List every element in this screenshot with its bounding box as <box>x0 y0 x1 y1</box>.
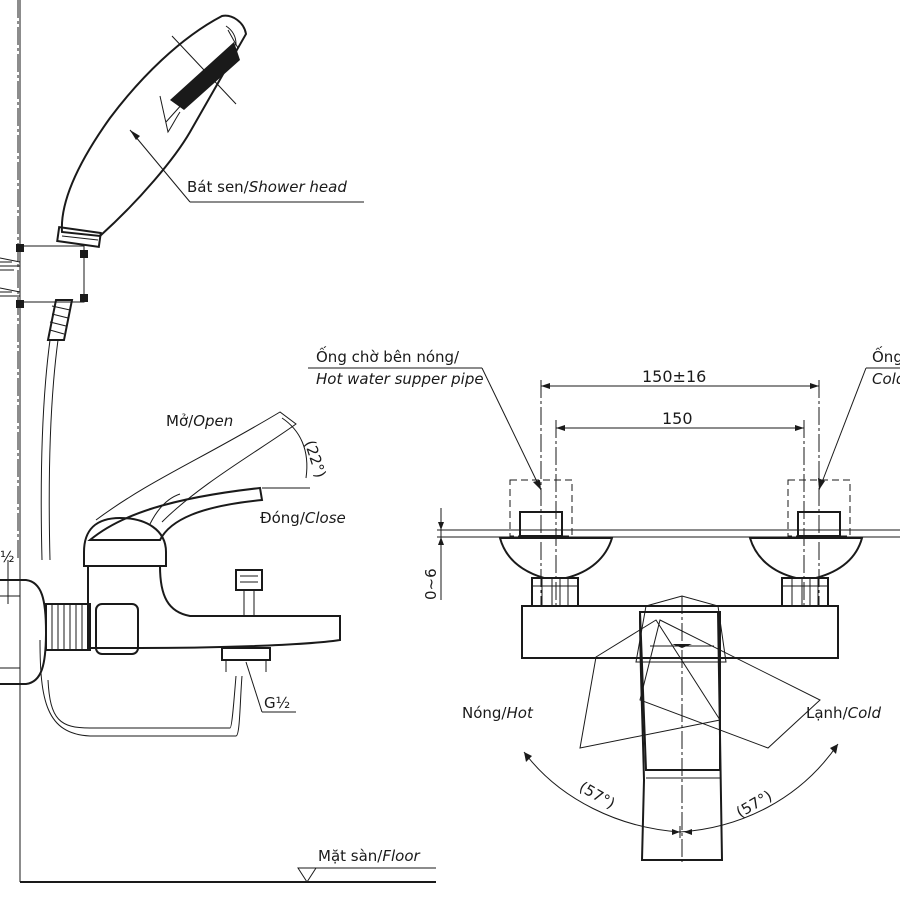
hot-pipe-leader <box>481 367 542 491</box>
dim-inner-label: 150 <box>662 409 693 428</box>
cold-pipe-label: Ống <box>872 345 900 366</box>
hot-pipe-label-en: Hot water supper pipe <box>316 370 484 388</box>
lever-cold-position <box>639 619 821 749</box>
lever-center <box>638 611 721 771</box>
thread-label-side: G½ <box>264 694 290 712</box>
close-label: Đóng/Close <box>260 509 346 527</box>
cold-nut <box>781 577 829 607</box>
spout-front <box>639 611 724 861</box>
cold-escutcheon <box>748 537 864 579</box>
shower-head-drawing <box>0 14 248 737</box>
mixer-body-side <box>0 411 341 685</box>
open-angle-arc <box>281 417 308 479</box>
rotation-arc <box>523 743 839 833</box>
shower-head-label: Bát sen/Shower head <box>187 178 347 196</box>
open-angle-label: (22°) <box>301 438 330 480</box>
dim-outer-label: 150±16 <box>642 367 706 386</box>
floor-label: Mặt sàn/Floor <box>318 847 421 865</box>
thread-label-left: ½ <box>0 548 15 566</box>
shower-head-leader <box>129 129 191 203</box>
dim-vertical-label: 0~6 <box>422 568 440 600</box>
open-label: Mở/Open <box>166 412 233 430</box>
floor-marker-icon <box>297 867 317 883</box>
cold-pipe-label-en: Cold <box>872 370 900 388</box>
cold-pipe-leader <box>818 367 867 491</box>
hot-nut <box>531 577 579 607</box>
side-view: Bát sen/Shower head <box>0 0 436 883</box>
hot-pipe-label: Ống chờ bên nóng/ <box>316 345 460 366</box>
hot-label: Nóng/Hot <box>462 704 534 722</box>
cold-angle-label: (57°) <box>733 787 775 822</box>
hot-angle-label: (57°) <box>576 778 618 813</box>
cold-label: Lạnh/Cold <box>806 704 881 722</box>
mixer-body-front <box>521 605 839 659</box>
front-view: 0~6 150±16 150 <box>308 345 900 862</box>
